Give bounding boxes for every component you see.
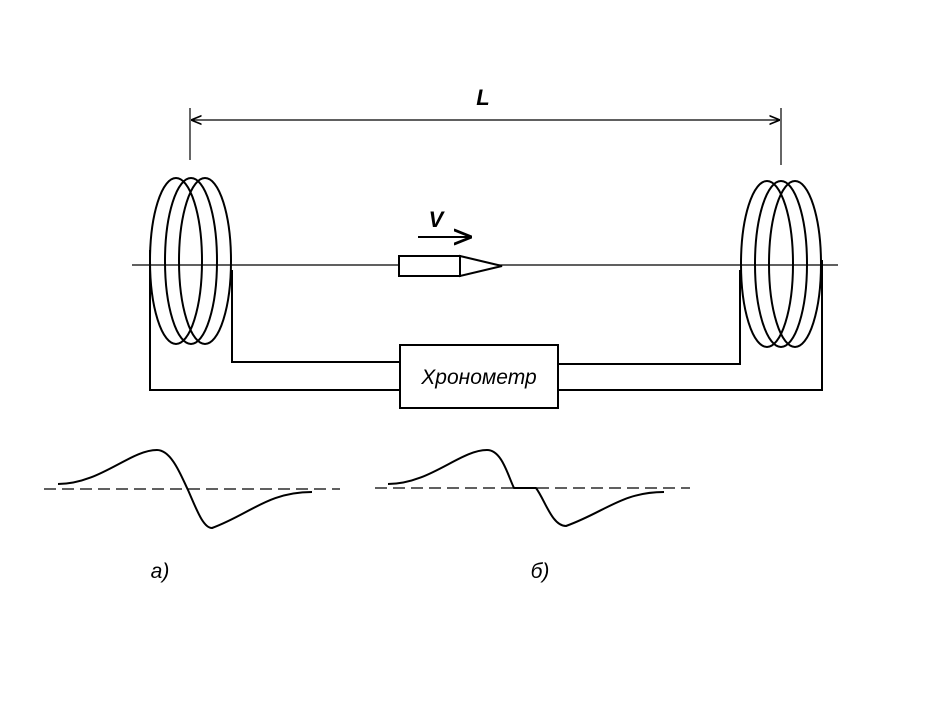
chronometer-box: Хронометр xyxy=(399,344,559,409)
velocity-indicator: V xyxy=(418,207,470,237)
coil-right xyxy=(740,180,822,348)
waveform-a-signal xyxy=(57,448,313,530)
waveform-a: а) xyxy=(44,448,340,583)
waveform-a-label: а) xyxy=(151,560,170,583)
waveform-b: б) xyxy=(375,448,690,583)
wiring xyxy=(149,250,823,391)
wire-left-inner xyxy=(231,270,400,363)
distance-dimension: L xyxy=(189,85,782,165)
wire-right-inner xyxy=(558,270,741,365)
distance-label: L xyxy=(476,85,489,110)
velocity-label: V xyxy=(429,207,446,232)
waveform-b-label: б) xyxy=(531,560,550,583)
waveform-b-signal xyxy=(387,448,665,528)
wire-left-outer xyxy=(149,250,400,391)
wire-right-outer xyxy=(558,260,823,391)
projectile xyxy=(398,254,503,278)
coil-left xyxy=(149,177,232,345)
chronometer-label: Хронометр xyxy=(420,366,536,389)
